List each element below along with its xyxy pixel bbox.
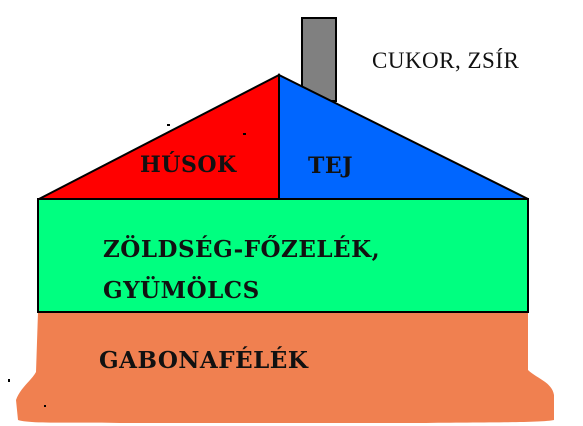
sugar-fat-label: CUKOR, ZSÍR (372, 48, 520, 73)
fruit-label: GYÜMÖLCS (103, 277, 260, 304)
grains-band (16, 312, 554, 423)
vegetables-label: ZÖLDSÉG-FŐZELÉK, (103, 236, 381, 263)
grains-label: GABONAFÉLÉK (99, 347, 309, 374)
roof-right-milk (278, 73, 529, 200)
mark-dot (167, 124, 170, 126)
milk-label: TEJ (308, 153, 354, 179)
vegetables-fruit-band (37, 198, 529, 313)
mark-dot (8, 379, 10, 382)
mark-dot (243, 133, 246, 135)
roof-left-meat (38, 73, 280, 200)
mark-dot (44, 405, 46, 407)
meat-label: HÚSOK (140, 152, 237, 178)
